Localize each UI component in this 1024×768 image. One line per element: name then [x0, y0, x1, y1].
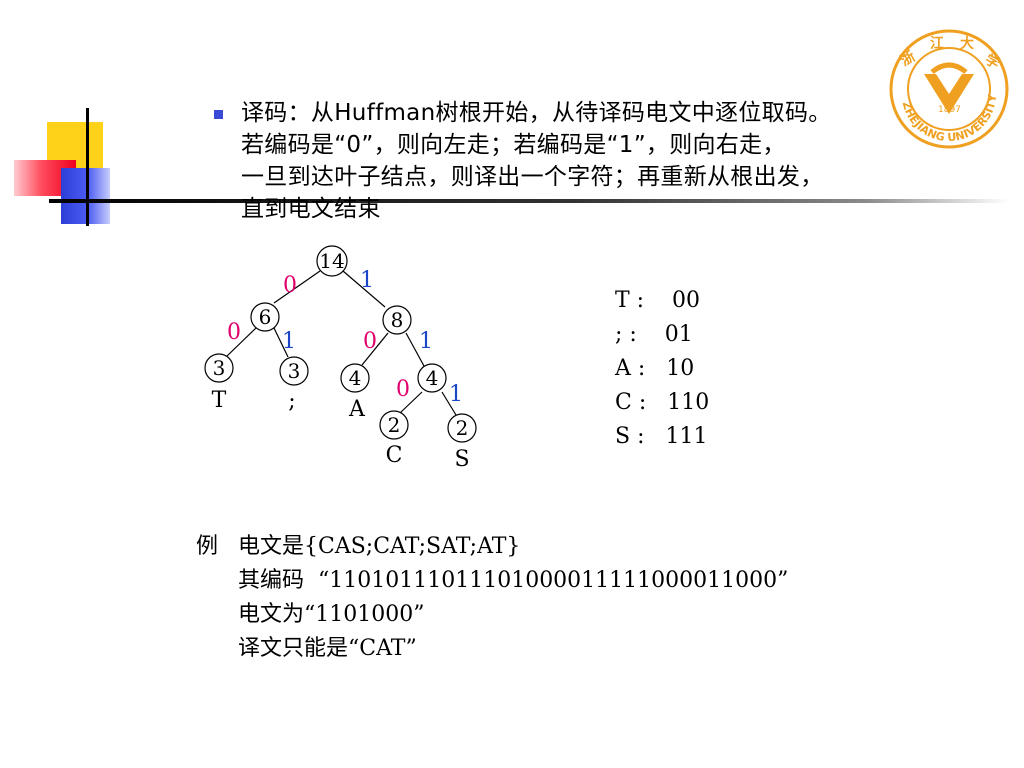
node-root-value: 14 [319, 249, 344, 273]
node-3-right-value: 3 [288, 359, 301, 383]
edge-8-right [405, 332, 425, 367]
node-4-leaf-value: 4 [349, 366, 362, 390]
node-root-circle [316, 245, 348, 277]
edge-bit-6-left: 0 [227, 320, 241, 345]
edge-6-right [273, 327, 289, 358]
node-3-left-value: 3 [213, 356, 226, 380]
edge-bit-root-left: 0 [283, 273, 297, 298]
example-line: 电文是{CAS;CAT;SAT;AT} [238, 534, 521, 559]
node-3-left-circle [204, 353, 234, 383]
node-2-right-value: 2 [456, 416, 469, 440]
node-4-inner-circle [417, 363, 447, 393]
svg-text:江: 江 [930, 35, 944, 52]
tree-edges [225, 270, 457, 416]
leaf-label-a: A [348, 397, 366, 422]
example-line: 其编码 “11010111011101000011111000011000” [238, 568, 789, 593]
edge-root-right [342, 270, 386, 308]
description-line: 一旦到达叶子结点，则译出一个字符；再重新从根出发， [241, 164, 824, 190]
example-line: 译文只能是“CAT” [238, 636, 417, 661]
decoding-description: 译码：从Huffman树根开始，从待译码电文中逐位取码。 若编码是“0”，则向左… [241, 97, 961, 225]
edge-4-left [399, 391, 423, 414]
node-2-left-value: 2 [388, 413, 401, 437]
leaf-label-t: T [212, 388, 227, 413]
node-6-value: 6 [259, 305, 272, 329]
code-row: C : 110 [615, 390, 710, 415]
description-line: 若编码是“0”，则向左走；若编码是“1”，则向右走， [241, 132, 786, 158]
edge-bit-4-left: 0 [396, 377, 410, 402]
example-label: 例 [196, 534, 219, 559]
node-3-right-circle [279, 356, 309, 386]
edge-bit-6-right: 1 [282, 329, 296, 354]
description-line: 直到电文结束 [241, 196, 381, 222]
node-2-left-circle [379, 410, 409, 440]
edge-bit-root-right: 1 [360, 268, 374, 293]
node-8-value: 8 [391, 308, 404, 332]
leaf-label-c: C [386, 443, 403, 468]
tree-node-circles [204, 245, 477, 443]
code-row: ; : 01 [615, 322, 693, 347]
edge-4-right [441, 391, 457, 416]
node-4-inner-value: 4 [426, 366, 439, 390]
code-row: T : 00 [615, 288, 701, 313]
leaf-label-semicolon: ; [288, 389, 295, 414]
code-row: A : 10 [615, 356, 695, 381]
code-row: S : 111 [615, 424, 708, 449]
decor-blue-block [61, 168, 110, 224]
node-2-right-circle [447, 413, 477, 443]
node-4-leaf-circle [340, 363, 370, 393]
university-logo: 浙 江 大 学 1897 ZHEJIANG UNIVERSITY [889, 29, 1009, 149]
edge-8-left [361, 332, 389, 366]
code-table: T : 00 ; : 01 A : 10 C : 110 S : 111 [615, 284, 709, 454]
bullet-square [214, 110, 223, 119]
svg-text:1897: 1897 [938, 105, 961, 115]
description-line: 译码：从Huffman树根开始，从待译码电文中逐位取码。 [241, 100, 832, 126]
decor-vertical-line [86, 108, 89, 226]
leaf-label-s: S [454, 447, 469, 472]
node-6-circle [250, 302, 280, 332]
node-8-circle [382, 305, 412, 335]
example-line: 电文为“1101000” [238, 602, 425, 627]
example-block: 电文是{CAS;CAT;SAT;AT} 其编码 “110101110111010… [238, 530, 788, 666]
edge-bit-8-left: 0 [363, 329, 377, 354]
edge-bit-4-right: 1 [449, 382, 463, 407]
title-divider-line [49, 199, 1009, 203]
svg-text:大: 大 [960, 35, 974, 52]
edge-6-left [225, 327, 257, 358]
edge-bit-8-right: 1 [419, 329, 433, 354]
edge-root-left [273, 270, 321, 304]
